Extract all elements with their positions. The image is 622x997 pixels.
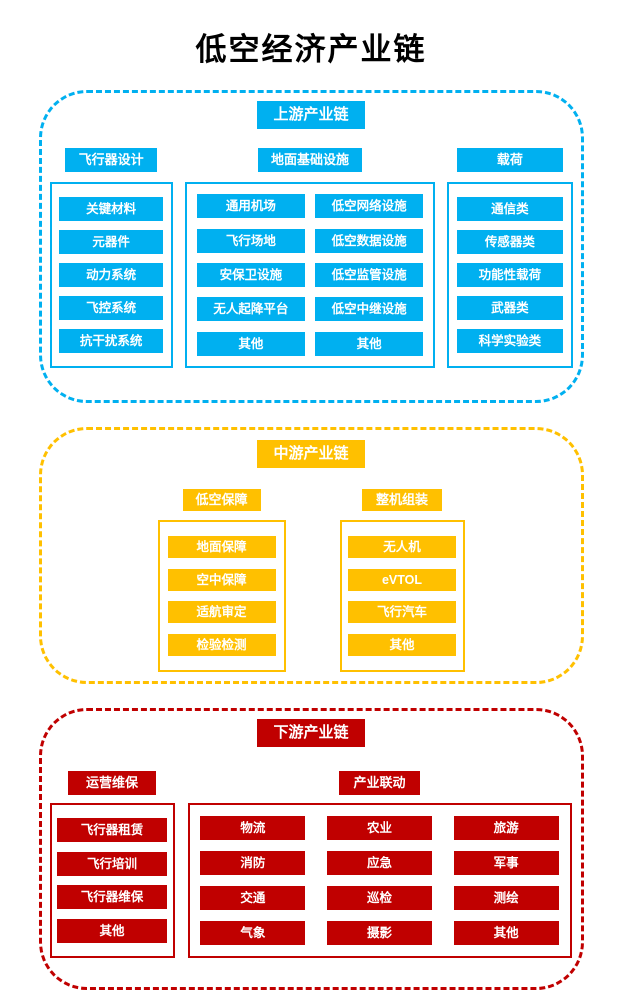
group-header-operation-maintenance: 运营维保 — [68, 771, 156, 795]
chain-item: 其他 — [348, 633, 456, 656]
section-midstream-title-badge: 中游产业链 — [257, 440, 365, 468]
chain-item: eVTOL — [348, 568, 456, 591]
midstream-groups-row: 低空保障 地面保障 空中保障 适航审定 检验检测 整机组装 无人机 eVTOL … — [42, 489, 581, 672]
item-panel: 通用机场 飞行场地 安保卫设施 无人起降平台 其他 低空网络设施 低空数据设施 … — [184, 182, 436, 368]
group-header-aircraft-design: 飞行器设计 — [65, 148, 158, 172]
chain-item: 地面保障 — [167, 536, 276, 559]
section-downstream-title-badge: 下游产业链 — [257, 719, 365, 747]
chain-item: 农业 — [326, 816, 432, 840]
group-header-ground-infrastructure: 地面基础设施 — [258, 148, 362, 172]
chain-item: 功能性载荷 — [456, 263, 563, 287]
chain-item: 摄影 — [326, 921, 432, 945]
chain-item: 物流 — [200, 816, 306, 840]
chain-item: 飞行器维保 — [57, 885, 167, 910]
group-header-industry-linkage: 产业联动 — [339, 771, 420, 795]
chain-item: 低空网络设施 — [315, 194, 424, 219]
item-panel: 无人机 eVTOL 飞行汽车 其他 — [339, 520, 465, 672]
chain-item: 低空中继设施 — [315, 297, 424, 322]
chain-item: 低空监管设施 — [315, 262, 424, 287]
chain-item: 交通 — [200, 886, 306, 910]
chain-item: 低空数据设施 — [315, 228, 424, 253]
chain-item: 关键材料 — [59, 197, 164, 221]
group-ground-infrastructure: 地面基础设施 通用机场 飞行场地 安保卫设施 无人起降平台 其他 低空网络设施 … — [184, 148, 436, 368]
chain-item: 飞行培训 — [57, 851, 167, 876]
chain-item: 通用机场 — [196, 194, 305, 219]
chain-item: 飞行器租赁 — [57, 818, 167, 843]
chain-item: 飞行场地 — [196, 228, 305, 253]
group-header-low-altitude-support: 低空保障 — [182, 489, 261, 511]
chain-item: 武器类 — [456, 296, 563, 320]
chain-item: 军事 — [453, 851, 559, 875]
item-panel: 飞行器租赁 飞行培训 飞行器维保 其他 — [49, 803, 175, 958]
section-midstream: 中游产业链 低空保障 地面保障 空中保障 适航审定 检验检测 整机组装 无人机 … — [38, 427, 584, 684]
item-panel: 关键材料 元器件 动力系统 飞控系统 抗干扰系统 — [49, 182, 173, 368]
section-upstream: 上游产业链 飞行器设计 关键材料 元器件 动力系统 飞控系统 抗干扰系统 地面基… — [38, 90, 584, 403]
chain-item: 气象 — [200, 921, 306, 945]
downstream-groups-row: 运营维保 飞行器租赁 飞行培训 飞行器维保 其他 产业联动 物流 农业 旅游 消… — [42, 771, 581, 958]
group-header-payload: 载荷 — [456, 148, 563, 172]
item-subcolumn: 通用机场 飞行场地 安保卫设施 无人起降平台 其他 — [196, 184, 305, 366]
section-upstream-title-badge: 上游产业链 — [257, 101, 365, 129]
chain-item: 动力系统 — [59, 263, 164, 287]
chain-item: 消防 — [200, 851, 306, 875]
chain-item: 旅游 — [453, 816, 559, 840]
section-downstream: 下游产业链 运营维保 飞行器租赁 飞行培训 飞行器维保 其他 产业联动 物流 农… — [38, 708, 584, 990]
chain-item: 适航审定 — [167, 601, 276, 624]
item-subcolumn: 低空网络设施 低空数据设施 低空监管设施 低空中继设施 其他 — [315, 184, 424, 366]
group-header-complete-aircraft-assembly: 整机组装 — [362, 489, 442, 511]
item-panel: 物流 农业 旅游 消防 应急 军事 交通 巡检 测绘 气象 摄影 其他 — [187, 803, 572, 958]
group-industry-linkage: 产业联动 物流 农业 旅游 消防 应急 军事 交通 巡检 测绘 气象 摄影 其他 — [187, 771, 572, 958]
group-complete-aircraft-assembly: 整机组装 无人机 eVTOL 飞行汽车 其他 — [339, 489, 465, 672]
upstream-groups-row: 飞行器设计 关键材料 元器件 动力系统 飞控系统 抗干扰系统 地面基础设施 通用… — [42, 148, 581, 368]
chain-item: 飞行汽车 — [348, 601, 456, 624]
group-payload: 载荷 通信类 传感器类 功能性载荷 武器类 科学实验类 — [447, 148, 573, 368]
chain-item: 其他 — [453, 921, 559, 945]
group-operation-maintenance: 运营维保 飞行器租赁 飞行培训 飞行器维保 其他 — [49, 771, 175, 958]
group-low-altitude-support: 低空保障 地面保障 空中保障 适航审定 检验检测 — [157, 489, 286, 672]
chain-item: 抗干扰系统 — [59, 329, 164, 353]
chain-item: 其他 — [315, 331, 424, 356]
chain-item: 空中保障 — [167, 568, 276, 591]
chain-item: 测绘 — [453, 886, 559, 910]
item-panel: 地面保障 空中保障 适航审定 检验检测 — [157, 520, 286, 672]
chain-item: 通信类 — [456, 197, 563, 221]
item-panel: 通信类 传感器类 功能性载荷 武器类 科学实验类 — [447, 182, 573, 368]
chain-item: 安保卫设施 — [196, 262, 305, 287]
chain-item: 巡检 — [326, 886, 432, 910]
chain-item: 检验检测 — [167, 633, 276, 656]
page-title: 低空经济产业链 — [195, 32, 427, 67]
chain-item: 飞控系统 — [59, 296, 164, 320]
chain-item: 其他 — [57, 918, 167, 943]
chain-item: 无人起降平台 — [196, 297, 305, 322]
chain-item: 其他 — [196, 331, 305, 356]
chain-item: 科学实验类 — [456, 329, 563, 353]
chain-item: 应急 — [326, 851, 432, 875]
group-aircraft-design: 飞行器设计 关键材料 元器件 动力系统 飞控系统 抗干扰系统 — [49, 148, 173, 368]
chain-item: 无人机 — [348, 536, 456, 559]
chain-item: 元器件 — [59, 230, 164, 254]
chain-item: 传感器类 — [456, 230, 563, 254]
